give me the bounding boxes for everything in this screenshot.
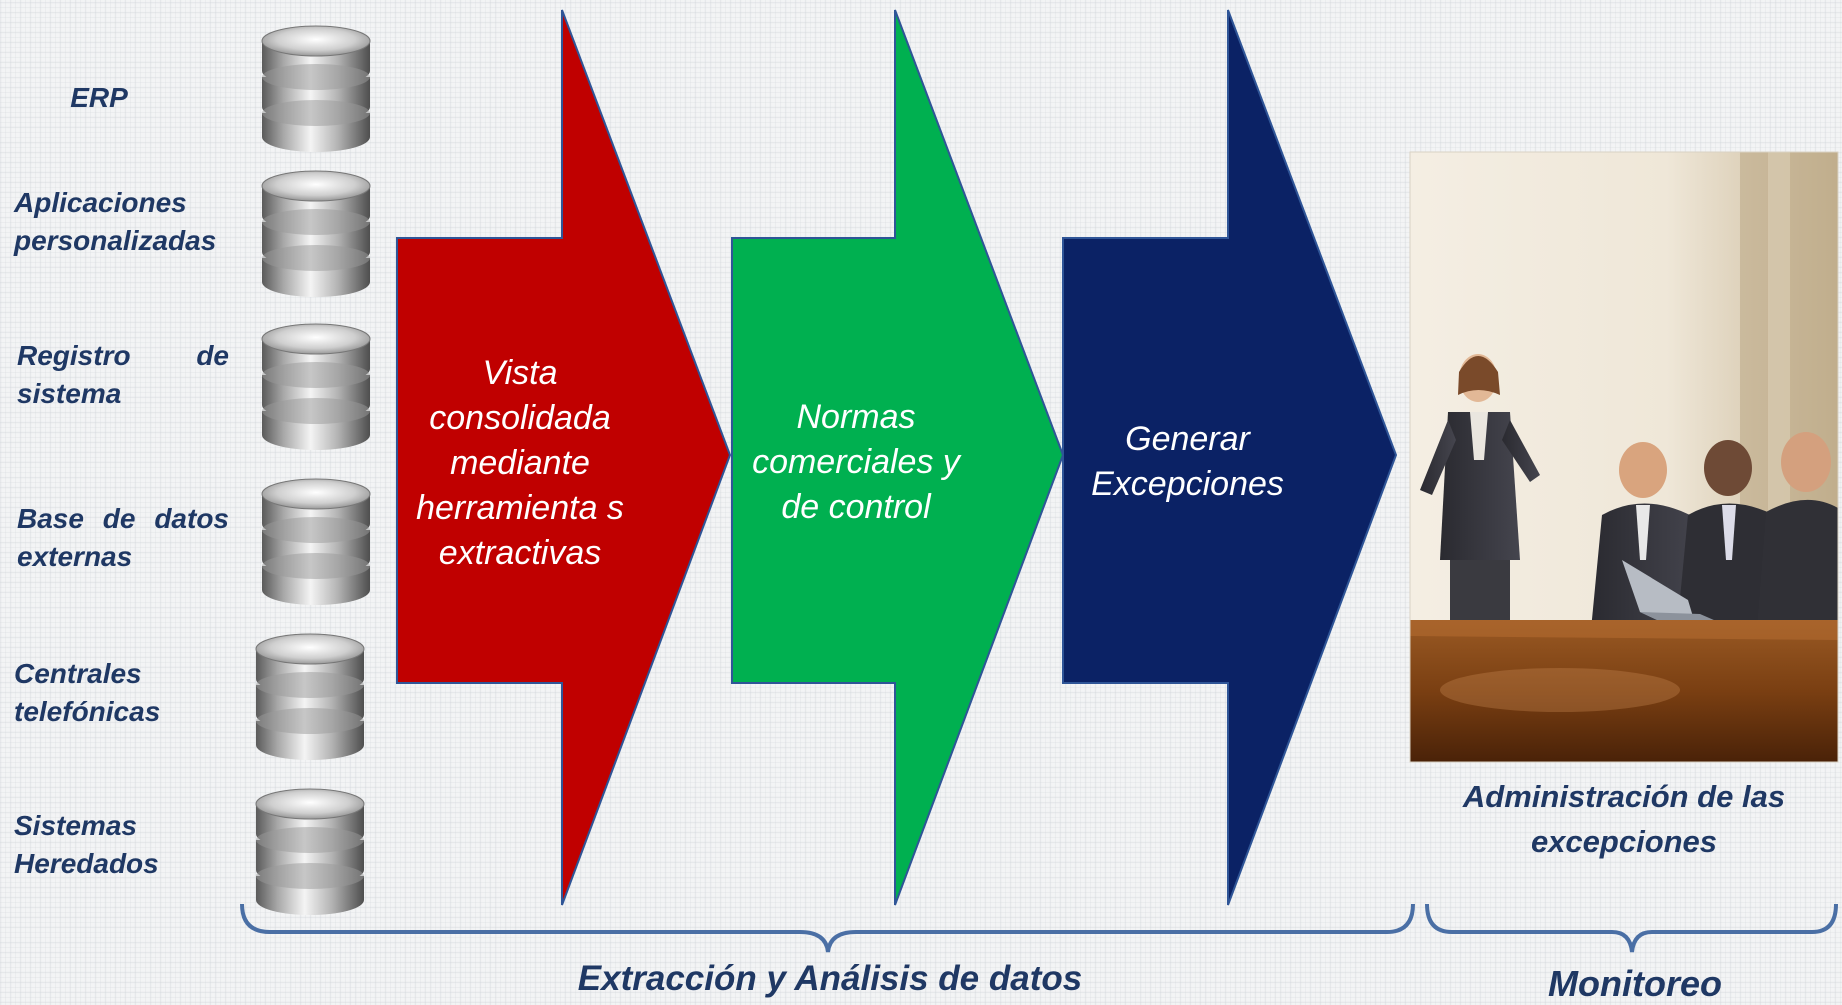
- database-icon: [261, 170, 371, 297]
- monitoring-bracket: [1425, 903, 1838, 953]
- source-label-external-db: Base de datos externas: [17, 503, 229, 572]
- database-icon: [261, 478, 371, 605]
- photo-caption: Administración de las excepciones: [1462, 779, 1786, 859]
- step-arrow-navy: [1062, 9, 1398, 906]
- source-label-system-log: Registro de sistema: [17, 340, 229, 409]
- source-label-legacy-systems: Sistemas Heredados: [14, 810, 159, 879]
- database-icon: [261, 323, 371, 450]
- step-text-generate-exceptions: Generar Excepciones: [1091, 420, 1284, 503]
- step-text-consolidated-view: Vista consolidada mediante herramienta s…: [416, 354, 624, 572]
- source-label-phone-switches: Centrales telefónicas: [14, 658, 161, 727]
- database-icon: [255, 788, 365, 915]
- extraction-label: Extracción y Análisis de datos: [577, 959, 1083, 998]
- business-meeting-photo: [1409, 151, 1839, 763]
- database-icon: [261, 25, 371, 152]
- database-icon: [255, 633, 365, 760]
- source-label-custom-apps: Aplicaciones personalizadas: [14, 187, 217, 256]
- extraction-bracket: [240, 903, 1415, 953]
- source-label-erp: ERP: [70, 82, 128, 113]
- monitoring-label: Monitoreo: [1548, 963, 1722, 1004]
- step-arrow-green: [731, 9, 1065, 906]
- step-arrow-red: [396, 9, 732, 906]
- step-text-business-rules: Normas comerciales y de control: [752, 398, 960, 526]
